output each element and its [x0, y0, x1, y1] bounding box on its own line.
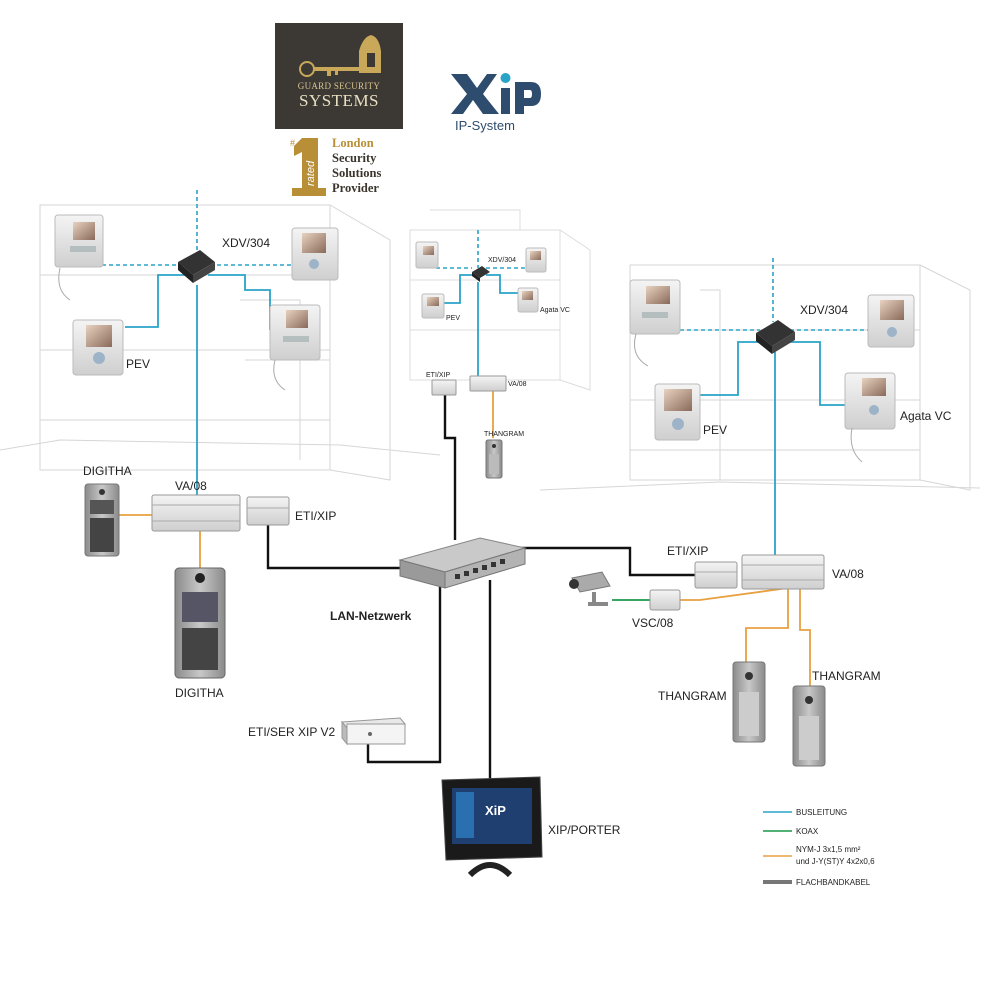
- legend: BUSLEITUNG KOAX NYM-J 3x1,5 mm² und J-Y(…: [763, 808, 875, 887]
- label-porter: XIP/PORTER: [548, 823, 621, 837]
- label-digitha-bottom: DIGITHA: [175, 686, 224, 700]
- label-left-eti: ETI/XIP: [295, 509, 336, 523]
- guard-security-logo: GUARD SECURITY SYSTEMS: [275, 23, 403, 129]
- label-center-xdv: XDV/304: [488, 257, 516, 264]
- legend-flat-label: FLACHBANDKABEL: [796, 878, 871, 887]
- rated-line2: Security: [332, 151, 377, 165]
- rated-line1: London: [332, 136, 374, 150]
- building-sketch-center: [409, 209, 591, 391]
- camera-icon: [569, 571, 611, 606]
- label-center-eti: ETI/XIP: [426, 372, 450, 379]
- legend-koax-label: KOAX: [796, 827, 819, 836]
- power-lines: [118, 390, 811, 686]
- label-right-vsc: VSC/08: [632, 616, 674, 630]
- rated-text: rated: [305, 160, 317, 186]
- legend-power-label: NYM-J 3x1,5 mm²: [796, 845, 861, 854]
- distributor-left: [178, 250, 215, 283]
- eti-xip-right: [694, 561, 738, 589]
- thangram-right-1: [732, 661, 766, 743]
- legend-power-label2: und J-Y(ST)Y 4x2x0,6: [796, 857, 875, 866]
- label-right-agata: Agata VC: [900, 409, 952, 423]
- monitor-left-right-top: [291, 227, 339, 281]
- label-right-xdv: XDV/304: [800, 303, 848, 317]
- label-right-thangram2: THANGRAM: [812, 669, 881, 683]
- monitor-left-right-bottom: [269, 304, 321, 391]
- digitha-panel-large: [174, 567, 226, 679]
- xip-logo: IP-System: [445, 68, 545, 138]
- bus-dashed-lines: [95, 190, 870, 331]
- company-name-line1: GUARD SECURITY: [297, 81, 381, 91]
- label-left-xdv: XDV/304: [222, 236, 270, 250]
- eti-ser-box: [340, 717, 407, 746]
- number-one-icon: # rated: [290, 138, 326, 196]
- label-right-pev: PEV: [703, 423, 727, 437]
- label-left-pev: PEV: [126, 357, 150, 371]
- label-center-agata: Agata VC: [540, 307, 570, 314]
- label-center-va: VA/08: [508, 381, 527, 388]
- label-center-thangram: THANGRAM: [484, 431, 524, 438]
- rated-line3: Solutions: [332, 166, 382, 180]
- monitor-right-right-top: [867, 294, 915, 348]
- monitor-right-top: [629, 279, 681, 367]
- va08-right: [741, 554, 825, 590]
- monitor-left-top: [54, 214, 104, 301]
- label-right-thangram1: THANGRAM: [658, 689, 727, 703]
- rated-line4: Provider: [332, 181, 379, 195]
- monitor-center-pev: [421, 293, 445, 319]
- monitor-center-left: [415, 241, 439, 269]
- porter-screen-logo: XiP: [485, 803, 506, 818]
- va08-center: [469, 375, 507, 392]
- label-lan: LAN-Netzwerk: [330, 609, 412, 623]
- monitor-right-pev: [654, 383, 701, 441]
- label-digitha-top: DIGITHA: [83, 464, 132, 478]
- label-right-eti: ETI/XIP: [667, 544, 708, 558]
- monitor-center-agata: [517, 287, 539, 313]
- bus-lines: [125, 274, 845, 555]
- va08-left: [151, 494, 241, 532]
- thangram-right-2: [792, 685, 826, 767]
- svg-text:#: #: [290, 138, 295, 148]
- eti-xip-center: [431, 379, 457, 396]
- label-left-va: VA/08: [175, 479, 207, 493]
- xip-logo-icon: [451, 73, 541, 114]
- distributor-center: [472, 266, 490, 282]
- key-helmet-icon: [299, 35, 381, 77]
- monitor-left-pev: [72, 319, 124, 376]
- label-eti-ser: ETI/SER XIP V2: [248, 725, 335, 739]
- legend-bus-label: BUSLEITUNG: [796, 808, 847, 817]
- lan-switch: [398, 537, 527, 589]
- digitha-panel-small: [84, 483, 120, 557]
- eti-xip-left: [246, 496, 290, 526]
- distributor-right: [756, 320, 795, 354]
- xip-porter-screen: XiP: [441, 776, 543, 878]
- label-right-va: VA/08: [832, 567, 864, 581]
- monitor-center-right: [525, 247, 547, 273]
- vsc08: [649, 589, 681, 611]
- company-name-line2: SYSTEMS: [298, 91, 380, 110]
- thangram-center: [485, 439, 503, 479]
- system-subtitle: IP-System: [455, 118, 515, 133]
- label-center-pev: PEV: [446, 315, 460, 322]
- rated-badge: # rated London Security Solutions Provid…: [288, 134, 408, 198]
- lan-lines: [266, 395, 695, 780]
- monitor-right-agata: [844, 372, 896, 463]
